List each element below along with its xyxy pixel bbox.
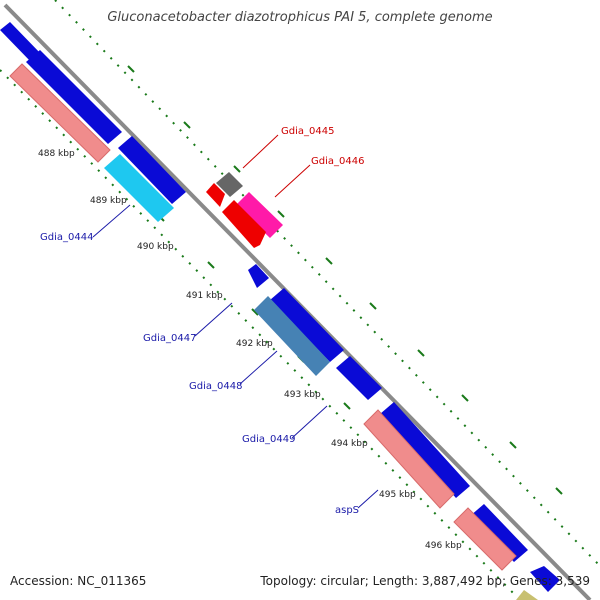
ruler-label-491: 491 kbp xyxy=(186,291,223,301)
gene-pink-1[interactable] xyxy=(9,63,111,163)
gene-gdia-0446[interactable] xyxy=(236,192,283,238)
ruler-labels: 488 kbp 489 kbp 490 kbp 491 kbp 492 kbp … xyxy=(38,149,462,551)
inner-dotted-guide xyxy=(0,69,521,600)
gene-asps[interactable] xyxy=(453,507,517,571)
ruler-label-490: 490 kbp xyxy=(137,242,174,252)
genome-summary-text: Topology: circular; Length: 3,887,492 bp… xyxy=(260,574,590,588)
gene-unnamed-mid-3[interactable] xyxy=(270,288,344,362)
gene-unnamed-mid-2[interactable] xyxy=(118,136,186,204)
genome-title: Gluconacetobacter diazotrophicus PAI 5, … xyxy=(107,10,493,25)
gene-unnamed-mid-6[interactable] xyxy=(470,504,528,562)
ruler-label-496: 496 kbp xyxy=(425,541,462,551)
gene-gdia-0445[interactable] xyxy=(216,172,243,197)
label-leaders xyxy=(92,134,379,509)
gene-gdia-0447[interactable] xyxy=(248,264,269,288)
gene-gdia-0448[interactable] xyxy=(254,296,330,376)
gene-label-gdia-0448[interactable]: Gdia_0448 xyxy=(189,381,242,392)
ruler-label-492: 492 kbp xyxy=(236,339,273,349)
gene-unnamed-mid-5[interactable] xyxy=(380,402,470,498)
gene-unnamed-mid-1[interactable] xyxy=(26,50,122,144)
outer-strand-genes xyxy=(0,22,283,238)
ruler-label-495: 495 kbp xyxy=(379,490,416,500)
outer-ticks xyxy=(127,65,563,495)
inner-strand-genes xyxy=(9,63,538,600)
accession-text: Accession: NC_011365 xyxy=(10,574,147,588)
gene-gdia-0445-rev[interactable] xyxy=(206,183,225,207)
gene-pink-2[interactable] xyxy=(363,409,455,509)
outer-dotted-guide xyxy=(54,0,600,567)
ruler-label-494: 494 kbp xyxy=(331,439,368,449)
ruler-label-493: 493 kbp xyxy=(284,390,321,400)
ruler-label-489: 489 kbp xyxy=(90,196,127,206)
gene-label-gdia-0447[interactable]: Gdia_0447 xyxy=(143,333,196,344)
gene-unnamed-mid-7[interactable] xyxy=(530,566,560,592)
gene-label-asps[interactable]: aspS xyxy=(335,505,359,516)
ruler-label-488: 488 kbp xyxy=(38,149,75,159)
gene-unnamed-mid-4[interactable] xyxy=(336,356,382,400)
gene-unnamed-outer-1[interactable] xyxy=(0,22,42,63)
gene-labels: Gdia_0444 Gdia_0445 Gdia_0446 Gdia_0447 … xyxy=(40,126,364,516)
gene-khaki[interactable] xyxy=(516,590,538,600)
gene-label-gdia-0446[interactable]: Gdia_0446 xyxy=(311,156,364,167)
gene-gdia-0444[interactable] xyxy=(104,154,174,222)
gene-red-2[interactable] xyxy=(222,200,266,248)
middle-strand-genes xyxy=(26,50,560,592)
gene-label-gdia-0445[interactable]: Gdia_0445 xyxy=(281,126,334,137)
gene-label-gdia-0444[interactable]: Gdia_0444 xyxy=(40,232,93,243)
gene-label-gdia-0449[interactable]: Gdia_0449 xyxy=(242,434,295,445)
